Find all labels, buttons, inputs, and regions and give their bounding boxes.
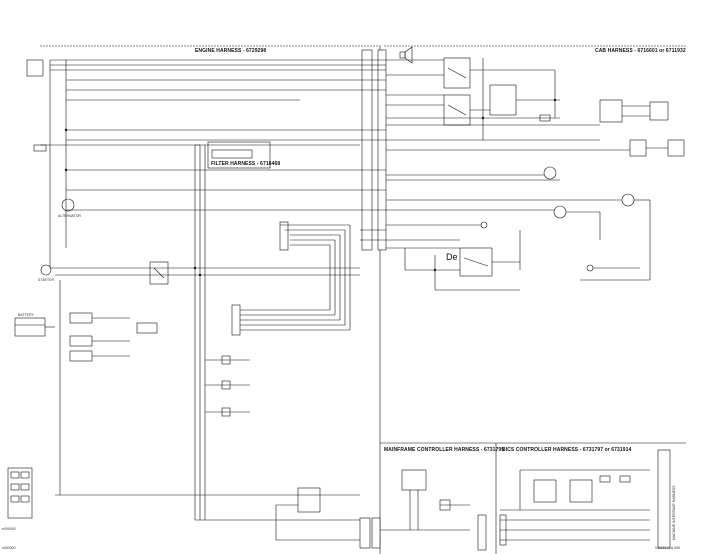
multi-pin-connector-mid — [279, 221, 289, 251]
gauge-3 — [621, 193, 635, 207]
cab-relay-box — [489, 84, 517, 116]
alternator-symbol — [61, 198, 75, 212]
bics-relay-1 — [533, 479, 557, 503]
gauge-1 — [543, 166, 557, 180]
controller-connector-2 — [371, 517, 381, 549]
ignition-switch — [26, 59, 44, 77]
bottom-left-code: e000000 — [2, 527, 16, 531]
cab-harness-title: CAB HARNESS - 6716601 or 6711932 — [595, 48, 686, 54]
cab-switch-1 — [443, 57, 471, 89]
right-connector-label: MACHINE INTERFACE HARNESS — [672, 485, 676, 540]
gauge-2 — [553, 205, 567, 219]
bics-harness-title: BICS CONTROLLER HARNESS - 6731797 or 673… — [502, 447, 632, 453]
indicator-lamp — [480, 221, 488, 229]
legend-box — [7, 467, 33, 519]
mainframe-harness-connector — [359, 517, 371, 549]
relay-left — [149, 261, 169, 285]
alternator-label: ALTERNATOR — [58, 214, 81, 218]
mainframe-relay — [401, 469, 427, 491]
filter-harness-title: FILTER HARNESS - 6716468 — [211, 161, 281, 167]
mainframe-harness-title: MAINFRAME CONTROLLER HARNESS - 6731795 — [384, 447, 505, 453]
battery-label: BATTERY — [18, 313, 34, 317]
indicator-lamp-2 — [586, 264, 594, 272]
bics-relay-2 — [569, 479, 593, 503]
controller-connector — [477, 514, 487, 551]
multi-pin-connector-lower — [231, 304, 241, 336]
battery-symbol — [14, 317, 46, 337]
engine-harness-title: ENGINE HARNESS - 6729298 — [195, 48, 267, 54]
delay-module-symbol: De — [446, 252, 458, 262]
drawing-number: V-0030-D-A.990 — [655, 546, 681, 550]
machine-interface-connector — [657, 449, 671, 549]
filter-harness-box — [207, 141, 271, 169]
starter-label: STARTER — [38, 278, 55, 282]
corner-mark: s000000 — [2, 546, 16, 550]
engine-harness-connector — [361, 49, 373, 251]
starter-symbol — [40, 264, 52, 276]
